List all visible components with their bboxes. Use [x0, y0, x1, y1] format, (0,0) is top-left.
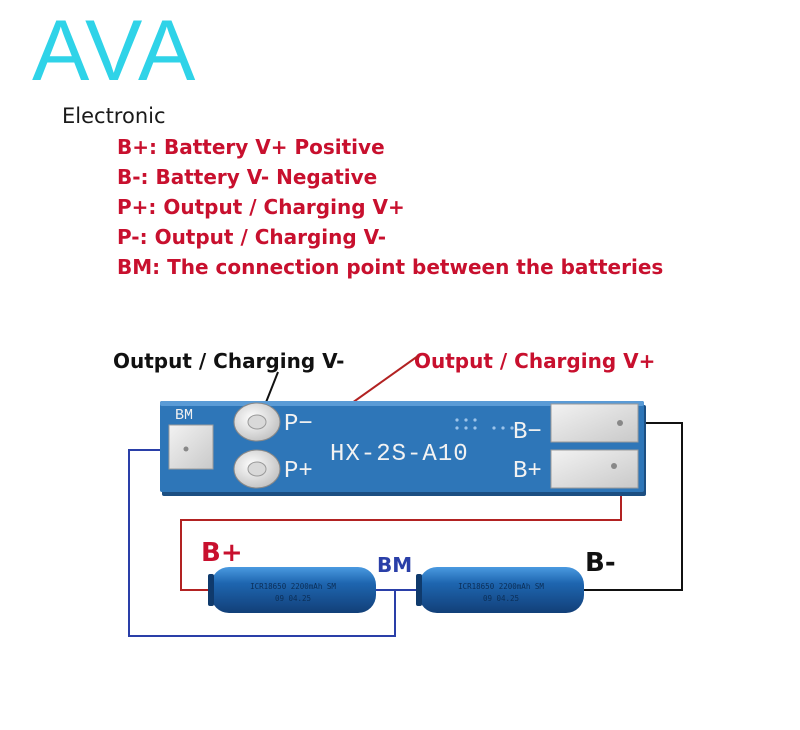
bplus-pad-hole: [611, 463, 617, 469]
bm-pad-hole: [183, 446, 189, 452]
legend-pminus: P-: Output / Charging V-: [117, 225, 387, 249]
board-bm-label: BM: [175, 407, 193, 424]
battery-left-body: [211, 567, 376, 613]
bminus-pad: [550, 403, 639, 443]
board-pminus-label: P−: [284, 411, 313, 438]
bm-pad: [168, 424, 214, 470]
wire-bm: [128, 449, 396, 637]
wiring-label-bplus: B+: [201, 538, 243, 568]
battery-right: ICR18650 2200mAh SM 09 04.25: [416, 567, 584, 613]
battery-right-date: 09 04.25: [483, 594, 519, 603]
battery-left-date: 09 04.25: [275, 594, 311, 603]
legend-bminus: B-: Battery V- Negative: [117, 165, 378, 189]
brand-subtitle: Electronic: [62, 104, 166, 128]
battery-left-cap: [208, 574, 214, 606]
battery-right-spec: ICR18650 2200mAh SM: [458, 582, 544, 591]
pminus-pad-hole: [247, 414, 267, 430]
pin-legend: B+: Battery V+ Positive B-: Battery V- N…: [117, 132, 663, 282]
battery-left-spec: ICR18650 2200mAh SM: [250, 582, 336, 591]
board-body: [160, 401, 644, 492]
battery-right-cap: [416, 574, 422, 606]
wiring-label-bminus: B-: [585, 548, 616, 578]
board-edge-highlight: [160, 401, 644, 406]
board-model-label: HX-2S-A10: [330, 441, 469, 468]
battery-left: ICR18650 2200mAh SM 09 04.25: [208, 567, 376, 613]
bplus-pad: [550, 449, 639, 489]
board-bminus-label: B−: [513, 419, 542, 446]
wire-bminus: [583, 422, 683, 591]
legend-pplus: P+: Output / Charging V+: [117, 195, 405, 219]
battery-right-body: [419, 567, 584, 613]
legend-bm: BM: The connection point between the bat…: [117, 255, 664, 279]
board-pplus-label: P+: [284, 458, 313, 485]
legend-bplus: B+: Battery V+ Positive: [117, 135, 385, 159]
callout-pminus: Output / Charging V-: [113, 349, 345, 373]
bminus-pad-hole: [617, 420, 623, 426]
callout-pplus: Output / Charging V+: [414, 349, 656, 373]
protection-board: BM P− P+ HX-2S-A10 B− B+: [160, 401, 646, 496]
board-bplus-label: B+: [513, 458, 542, 485]
board-via-dots: [455, 418, 514, 430]
pplus-pad-hole: [247, 461, 267, 477]
wiring-label-bm: BM: [377, 553, 412, 577]
brand-logo: AVA: [32, 3, 198, 99]
